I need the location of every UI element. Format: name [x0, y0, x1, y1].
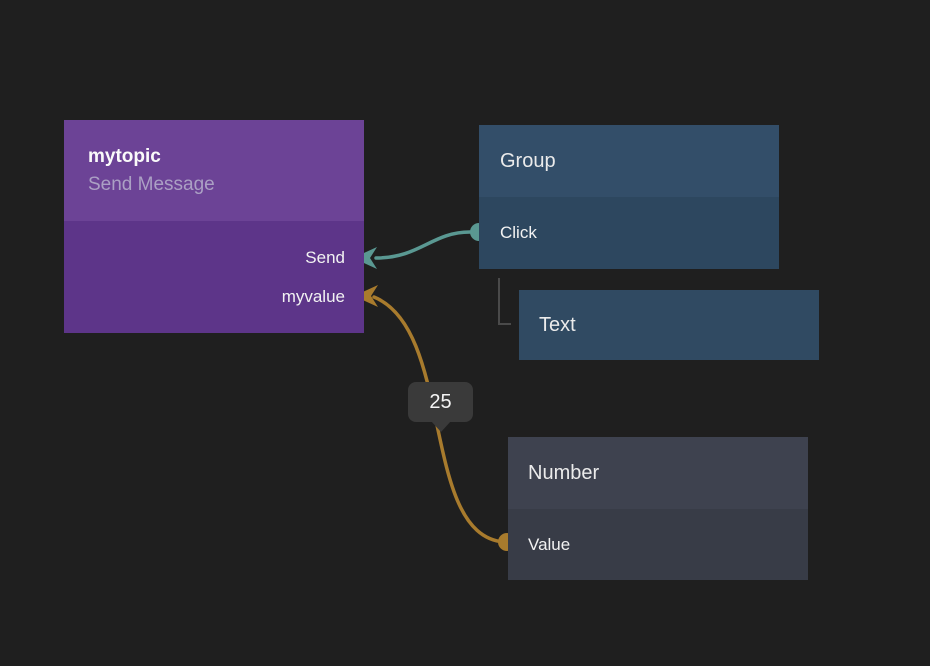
- node-group[interactable]: Group Click: [479, 125, 779, 269]
- node-mytopic-body: Send myvalue: [64, 221, 364, 333]
- connection-value: 25: [429, 390, 452, 413]
- node-mytopic-header[interactable]: mytopic Send Message: [64, 120, 364, 221]
- connection-click-to-send[interactable]: [374, 230, 472, 260]
- input-send[interactable]: Send: [305, 248, 345, 267]
- input-myvalue[interactable]: myvalue: [281, 287, 345, 306]
- value-arrowhead-icon: [354, 285, 378, 307]
- connection-value-tooltip: 25: [408, 382, 473, 422]
- node-number-header[interactable]: Number: [508, 437, 808, 509]
- node-title: mytopic: [88, 145, 161, 167]
- tooltip-pointer-icon: [431, 421, 451, 432]
- output-click-label: Click: [500, 223, 537, 242]
- output-value-label: Value: [528, 534, 571, 554]
- node-number[interactable]: Number Value: [508, 437, 808, 580]
- node-text[interactable]: Text: [519, 290, 819, 360]
- node-title: Group: [500, 149, 556, 172]
- signal-arrowhead-icon: [353, 247, 377, 269]
- node-subtitle: Send Message: [88, 173, 215, 195]
- node-title: Number: [528, 461, 600, 484]
- hierarchy-line-group-text: [498, 278, 511, 325]
- output-value[interactable]: Value: [508, 509, 808, 580]
- output-click[interactable]: Click: [479, 197, 779, 269]
- node-group-header[interactable]: Group: [479, 125, 779, 197]
- node-mytopic[interactable]: mytopic Send Message Send myvalue: [64, 120, 364, 333]
- node-title: Text: [539, 313, 576, 336]
